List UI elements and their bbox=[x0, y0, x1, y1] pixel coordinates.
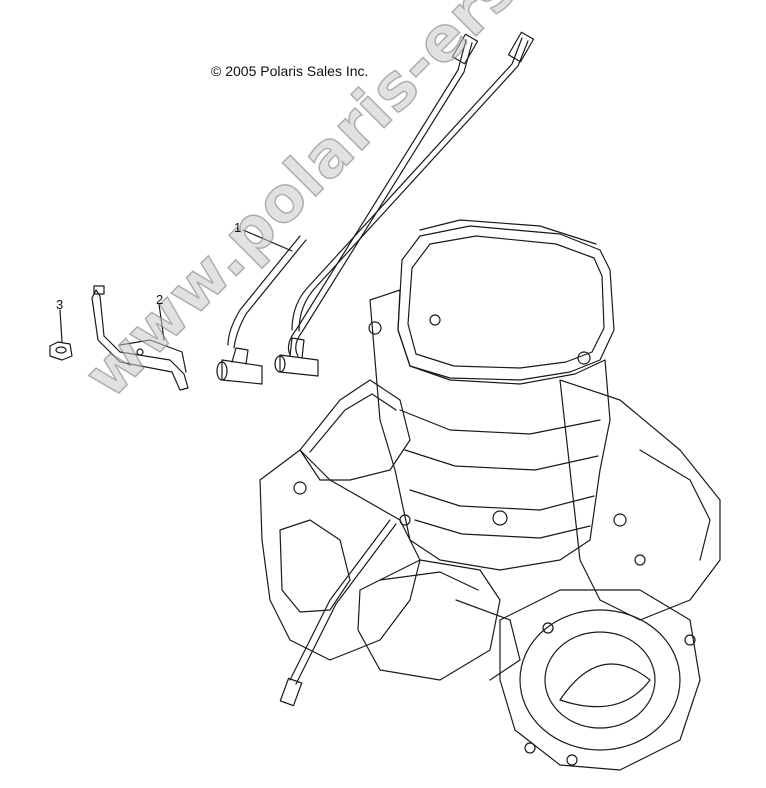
engine-block bbox=[259, 219, 721, 771]
part-2-bracket bbox=[91, 285, 189, 391]
callout-3: 3 bbox=[56, 297, 64, 312]
part-3-nut bbox=[49, 341, 73, 361]
copyright-notice: © 2005 Polaris Sales Inc. bbox=[211, 63, 369, 79]
callout-1: 1 bbox=[234, 220, 242, 235]
callout-2: 2 bbox=[156, 292, 164, 307]
part-1-hoses bbox=[216, 31, 535, 385]
